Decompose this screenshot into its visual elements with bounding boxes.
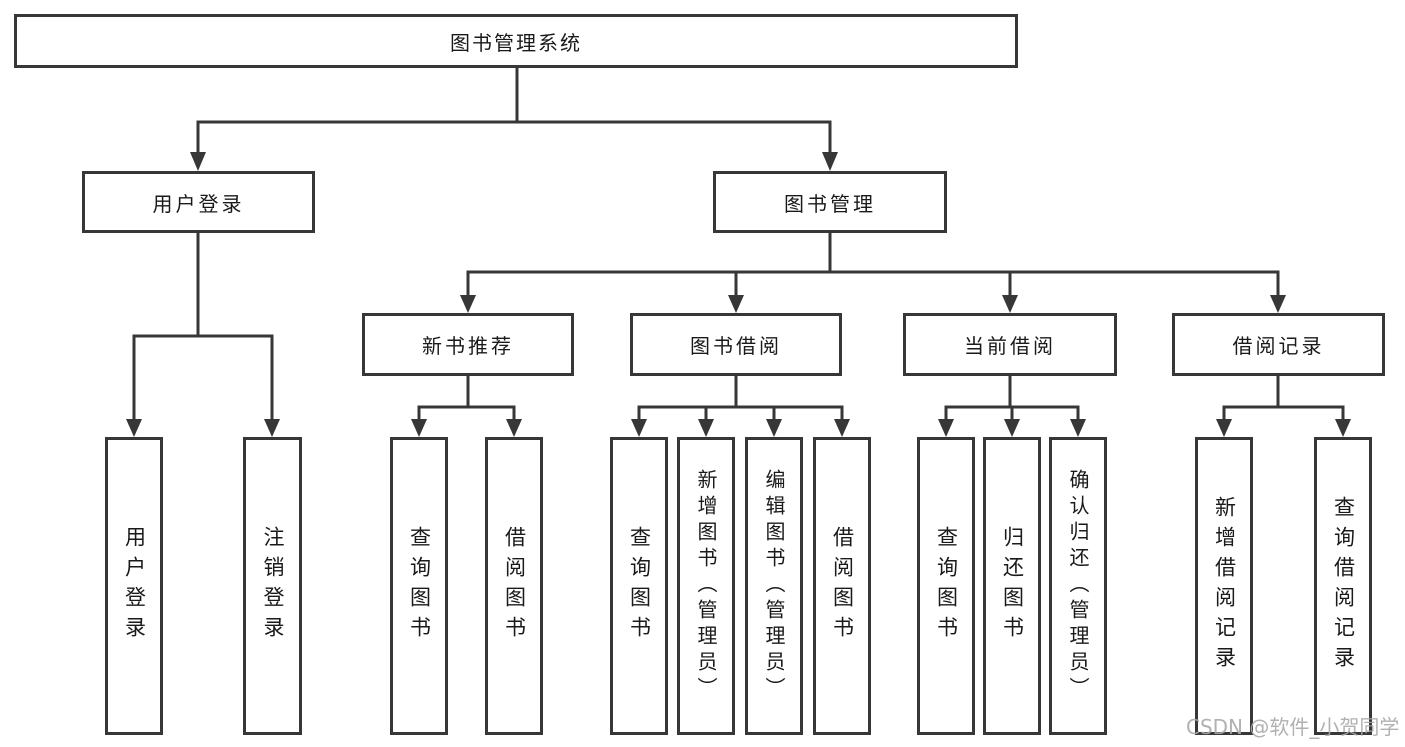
leaf-query-borrow-record-label: 查询借阅记录 <box>1331 496 1356 676</box>
node-book-management: 图书管理 <box>713 171 947 233</box>
leaf-borrow-book: 借阅图书 <box>813 437 871 735</box>
leaf-query-borrow-record: 查询借阅记录 <box>1314 437 1372 735</box>
node-book-borrowing: 图书借阅 <box>630 313 842 376</box>
leaf-add-book-admin: 新增图书（管理员） <box>677 437 735 735</box>
leaf-query-book-current: 查询图书 <box>917 437 975 735</box>
leaf-return-book: 归还图书 <box>983 437 1041 735</box>
node-user-login: 用户登录 <box>82 171 315 233</box>
leaf-query-book-current-label: 查询图书 <box>934 526 959 646</box>
leaf-query-book-borrow-label: 查询图书 <box>627 526 652 646</box>
node-borrow-records: 借阅记录 <box>1172 313 1385 376</box>
node-current-borrowing: 当前借阅 <box>903 313 1117 376</box>
node-borrow-records-label: 借阅记录 <box>1232 334 1325 358</box>
leaf-user-login: 用户登录 <box>105 437 163 735</box>
arrowheads <box>126 152 1351 437</box>
csdn-watermark: CSDN @软件_小贺同学 <box>1186 715 1400 739</box>
leaf-add-borrow-record-label: 新增借阅记录 <box>1212 496 1237 676</box>
node-current-borrowing-label: 当前借阅 <box>964 334 1056 358</box>
leaf-logout: 注销登录 <box>243 437 302 735</box>
leaf-return-book-label: 归还图书 <box>1000 526 1025 646</box>
leaf-borrow-book-rec-label: 借阅图书 <box>502 526 527 646</box>
leaf-borrow-book-label: 借阅图书 <box>830 526 855 646</box>
leaf-logout-label: 注销登录 <box>261 526 285 646</box>
node-book-borrowing-label: 图书借阅 <box>690 334 782 358</box>
leaf-query-book-rec-label: 查询图书 <box>407 526 432 646</box>
node-root-label: 图书管理系统 <box>450 30 582 55</box>
leaf-add-book-admin-label: 新增图书（管理员） <box>694 469 718 703</box>
node-new-book-recommend-label: 新书推荐 <box>422 334 514 358</box>
leaf-add-borrow-record: 新增借阅记录 <box>1195 437 1253 735</box>
node-user-login-label: 用户登录 <box>152 191 245 216</box>
leaf-edit-book-admin: 编辑图书（管理员） <box>745 437 803 735</box>
leaf-edit-book-admin-label: 编辑图书（管理员） <box>762 469 786 703</box>
leaf-confirm-return-admin-label: 确认归还（管理员） <box>1066 469 1090 703</box>
leaf-query-book-rec: 查询图书 <box>390 437 448 735</box>
leaf-user-login-label: 用户登录 <box>122 526 147 646</box>
leaf-query-book-borrow: 查询图书 <box>610 437 668 735</box>
node-new-book-recommend: 新书推荐 <box>362 313 574 376</box>
node-root: 图书管理系统 <box>14 14 1018 68</box>
leaf-borrow-book-rec: 借阅图书 <box>485 437 543 735</box>
leaf-confirm-return-admin: 确认归还（管理员） <box>1049 437 1107 735</box>
node-book-management-label: 图书管理 <box>784 191 876 216</box>
